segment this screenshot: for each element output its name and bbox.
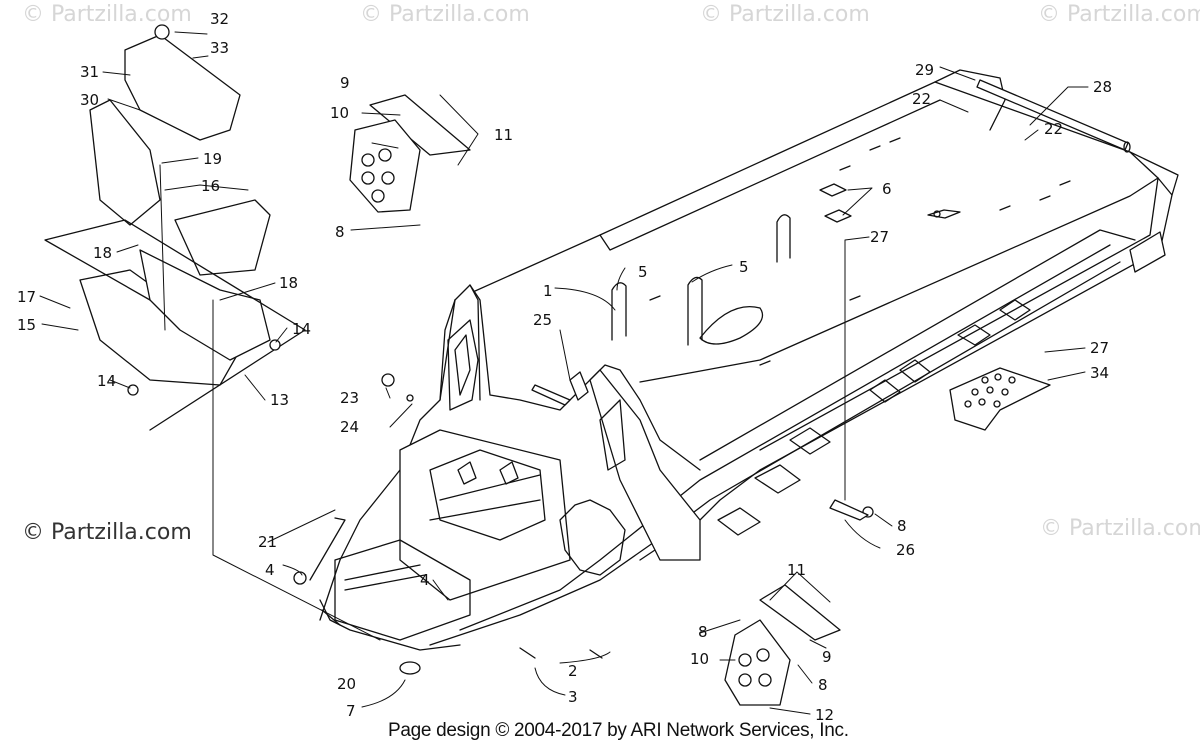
callout-4-floor: 4 <box>420 571 430 589</box>
callout-5-left: 5 <box>638 263 648 281</box>
callout-2: 2 <box>568 662 578 680</box>
callout-9-bottom: 9 <box>822 648 832 666</box>
callout-14-right: 14 <box>292 320 311 338</box>
callout-27-top: 27 <box>870 228 889 246</box>
bracket-top <box>349 94 471 213</box>
callout-10-bottom: 10 <box>690 650 709 668</box>
callout-13: 13 <box>270 391 289 409</box>
callout-29: 29 <box>915 61 934 79</box>
callout-11-bottom: 11 <box>787 561 806 579</box>
callout-28: 28 <box>1093 78 1112 96</box>
callout-30: 30 <box>80 91 99 109</box>
callout-19: 19 <box>203 150 222 168</box>
callout-33: 33 <box>210 39 229 57</box>
callout-32: 32 <box>210 10 229 28</box>
callout-21: 21 <box>258 533 277 551</box>
callout-12: 12 <box>815 706 834 724</box>
callout-23: 23 <box>340 389 359 407</box>
u-bolts <box>611 214 791 346</box>
callout-14-left: 14 <box>97 372 116 390</box>
watermark-main: © Partzilla.com <box>22 520 192 545</box>
callout-25: 25 <box>533 311 552 329</box>
callout-8-right: 8 <box>897 517 907 535</box>
callout-1: 1 <box>543 282 553 300</box>
callout-labels: 1 2 3 4 4 5 5 6 7 8 8 8 8 9 9 10 10 11 1… <box>17 10 1112 724</box>
front-bulkhead <box>319 284 701 651</box>
callout-22-right: 22 <box>1044 120 1063 138</box>
callout-24: 24 <box>340 418 359 436</box>
callout-7: 7 <box>346 702 356 720</box>
bracket-bottom <box>724 584 841 706</box>
callout-5-right: 5 <box>739 258 749 276</box>
callout-6: 6 <box>882 180 892 198</box>
callout-20: 20 <box>337 675 356 693</box>
footrest-34 <box>949 367 1051 431</box>
callout-18-left: 18 <box>93 244 112 262</box>
steering-support <box>44 34 306 431</box>
watermark-top-2: © Partzilla.com <box>360 2 530 27</box>
callout-22-left: 22 <box>912 90 931 108</box>
callout-17: 17 <box>17 288 36 306</box>
watermark-top-4: © Partzilla.com <box>1038 2 1200 27</box>
callout-18-right: 18 <box>279 274 298 292</box>
callout-34: 34 <box>1090 364 1109 382</box>
watermark-right: © Partzilla.com <box>1040 516 1200 541</box>
callout-11-top: 11 <box>494 126 513 144</box>
callout-10-top: 10 <box>330 104 349 122</box>
callout-8-top: 8 <box>335 223 345 241</box>
leader-lines <box>39 31 1089 715</box>
callout-31: 31 <box>80 63 99 81</box>
callout-27-right: 27 <box>1090 339 1109 357</box>
watermark-top-3: © Partzilla.com <box>700 2 870 27</box>
callout-9-top: 9 <box>340 74 350 92</box>
callout-15: 15 <box>17 316 36 334</box>
callout-26: 26 <box>896 541 915 559</box>
callout-8-bottom-right: 8 <box>818 676 828 694</box>
callout-16: 16 <box>201 177 220 195</box>
page-footer-copyright: Page design © 2004-2017 by ARI Network S… <box>388 720 849 741</box>
callout-4-left: 4 <box>265 561 275 579</box>
callout-8-bottom-left: 8 <box>698 623 708 641</box>
chassis-tunnel <box>429 69 1179 646</box>
rear-crossbar <box>927 79 1131 219</box>
callout-3: 3 <box>568 688 578 706</box>
watermark-top-1: © Partzilla.com <box>22 2 192 27</box>
